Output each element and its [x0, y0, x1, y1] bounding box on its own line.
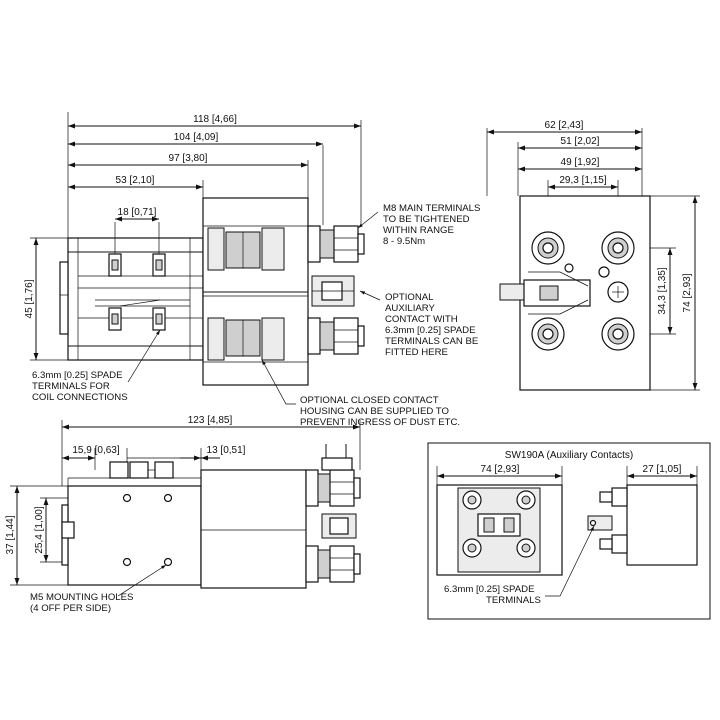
coil-spades-top: [109, 461, 174, 479]
svg-text:6.3mm [0.25] SPADE: 6.3mm [0.25] SPADE: [444, 584, 534, 595]
bottom-left-top-view: 123 [4,85] 15,9 [0,63] 13 [0,51] 37 [1,4…: [5, 415, 361, 614]
coil-body-top: [67, 485, 202, 586]
dim-74-vertical: 74 [2,93]: [682, 273, 693, 312]
svg-text:OPTIONAL: OPTIONAL: [385, 292, 434, 303]
end-cap: [59, 261, 69, 335]
svg-text:CONTACT WITH: CONTACT WITH: [385, 314, 458, 325]
svg-text:6.3mm [0.25] SPADE: 6.3mm [0.25] SPADE: [385, 325, 475, 336]
svg-text:8 - 9.5Nm: 8 - 9.5Nm: [383, 236, 425, 247]
svg-text:TERMINALS CAN BE: TERMINALS CAN BE: [385, 336, 478, 347]
top-left-side-view: 118 [4,66] 104 [4,09] 97 [3,80] 53 [2,10…: [24, 112, 480, 428]
dim-18: 18 [0,71]: [118, 207, 157, 218]
dimensions-top-left: 118 [4,66] 104 [4,09] 97 [3,80] 53 [2,10…: [24, 114, 361, 361]
note-coil-spade: 6.3mm [0.25] SPADE TERMINALS FOR COIL CO…: [32, 329, 161, 403]
note-closed-housing: OPTIONAL CLOSED CONTACT HOUSING CAN BE S…: [261, 359, 460, 428]
note-spade-terminals: 6.3mm [0.25] SPADE TERMINALS: [444, 525, 595, 606]
dimensions-inset: 74 [2,93] 27 [1,05]: [437, 464, 697, 479]
svg-text:FITTED HERE: FITTED HERE: [385, 347, 448, 358]
svg-text:PREVENT INGRESS OF DUST ETC.: PREVENT INGRESS OF DUST ETC.: [300, 417, 460, 428]
aux-face-view: [436, 484, 563, 576]
dim-123: 123 [4,85]: [188, 415, 233, 426]
note-aux-contact: OPTIONAL AUXILIARY CONTACT WITH 6.3mm [0…: [359, 290, 478, 358]
dimensions-top-right: 62 [2,43] 51 [2,02] 49 [1,92] 29,3 [1,15…: [487, 120, 698, 390]
dim-51: 51 [2,02]: [561, 136, 600, 147]
svg-text:OPTIONAL CLOSED CONTACT: OPTIONAL CLOSED CONTACT: [300, 395, 439, 406]
dim-62: 62 [2,43]: [545, 120, 584, 131]
dim-27: 27 [1,05]: [643, 464, 682, 475]
dim-97: 97 [3,80]: [169, 153, 208, 164]
contact-housing-top: [200, 469, 307, 589]
svg-text:AUXILIARY: AUXILIARY: [385, 303, 436, 314]
aux-switch-end: [499, 263, 591, 315]
svg-text:COIL CONNECTIONS: COIL CONNECTIONS: [32, 392, 128, 403]
top-right-end-view: 62 [2,43] 51 [2,02] 49 [1,92] 29,3 [1,15…: [486, 120, 700, 391]
dim-15-9: 15,9 [0,63]: [72, 445, 119, 456]
svg-text:TERMINALS FOR: TERMINALS FOR: [32, 381, 110, 392]
dim-104: 104 [4,09]: [174, 132, 219, 143]
main-terminals-top: [305, 444, 361, 583]
dim-29-3: 29,3 [1,15]: [559, 175, 606, 186]
svg-text:TERMINALS: TERMINALS: [486, 595, 541, 606]
dim-13: 13 [0,51]: [207, 445, 246, 456]
svg-text:WITHIN RANGE: WITHIN RANGE: [383, 225, 454, 236]
inset-sw190a: SW190A (Auxiliary Contacts): [427, 442, 711, 620]
dim-45: 45 [1,76]: [24, 279, 35, 318]
dim-37: 37 [1,44]: [5, 515, 16, 554]
dim-25-4: 25,4 [1,00]: [34, 506, 45, 553]
note-m8-terminals: M8 MAIN TERMINALS TO BE TIGHTENED WITHIN…: [357, 203, 480, 247]
main-terminals-side: [307, 225, 365, 355]
svg-text:(4 OFF PER SIDE): (4 OFF PER SIDE): [30, 603, 111, 614]
svg-text:6.3mm [0.25] SPADE: 6.3mm [0.25] SPADE: [32, 370, 122, 381]
svg-text:M5 MOUNTING HOLES: M5 MOUNTING HOLES: [30, 592, 133, 603]
inset-title: SW190A (Auxiliary Contacts): [505, 450, 633, 461]
svg-text:HOUSING CAN BE SUPPLIED TO: HOUSING CAN BE SUPPLIED TO: [300, 406, 449, 417]
svg-text:TO BE TIGHTENED: TO BE TIGHTENED: [383, 214, 470, 225]
svg-text:M8 MAIN TERMINALS: M8 MAIN TERMINALS: [383, 203, 480, 214]
note-m5-holes: M5 MOUNTING HOLES (4 OFF PER SIDE): [30, 564, 167, 614]
dimensions-bottom-left: 123 [4,85] 15,9 [0,63] 13 [0,51] 37 [1,4…: [5, 415, 360, 585]
dim-34-3: 34,3 [1,35]: [657, 267, 668, 314]
aux-side-view: [587, 484, 698, 566]
terminal-studs-end: [531, 231, 635, 351]
dim-118: 118 [4,66]: [193, 114, 237, 125]
inset-frame: [427, 442, 711, 620]
mounting-holes: [122, 493, 173, 567]
dim-49: 49 [1,92]: [561, 157, 600, 168]
coil-body: [67, 237, 204, 361]
dim-74-horizontal: 74 [2,93]: [481, 464, 520, 475]
dim-53: 53 [2,10]: [116, 175, 155, 186]
